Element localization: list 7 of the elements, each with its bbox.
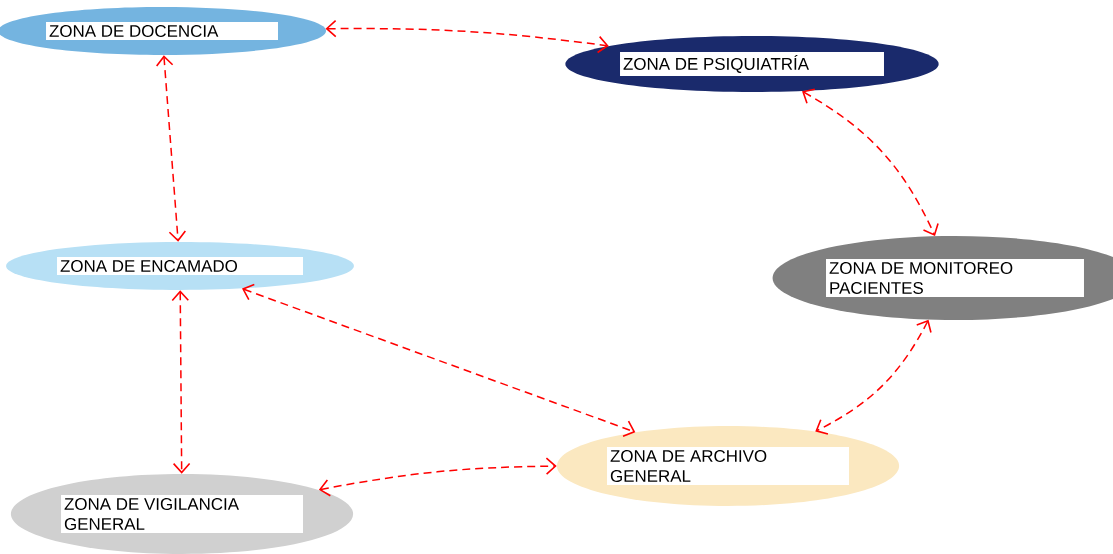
arrow	[241, 283, 636, 437]
arrow	[171, 290, 191, 474]
arrow	[802, 88, 939, 237]
arrow	[318, 457, 557, 497]
arrow	[155, 55, 187, 242]
arrow	[325, 19, 609, 54]
arrow	[815, 319, 932, 435]
